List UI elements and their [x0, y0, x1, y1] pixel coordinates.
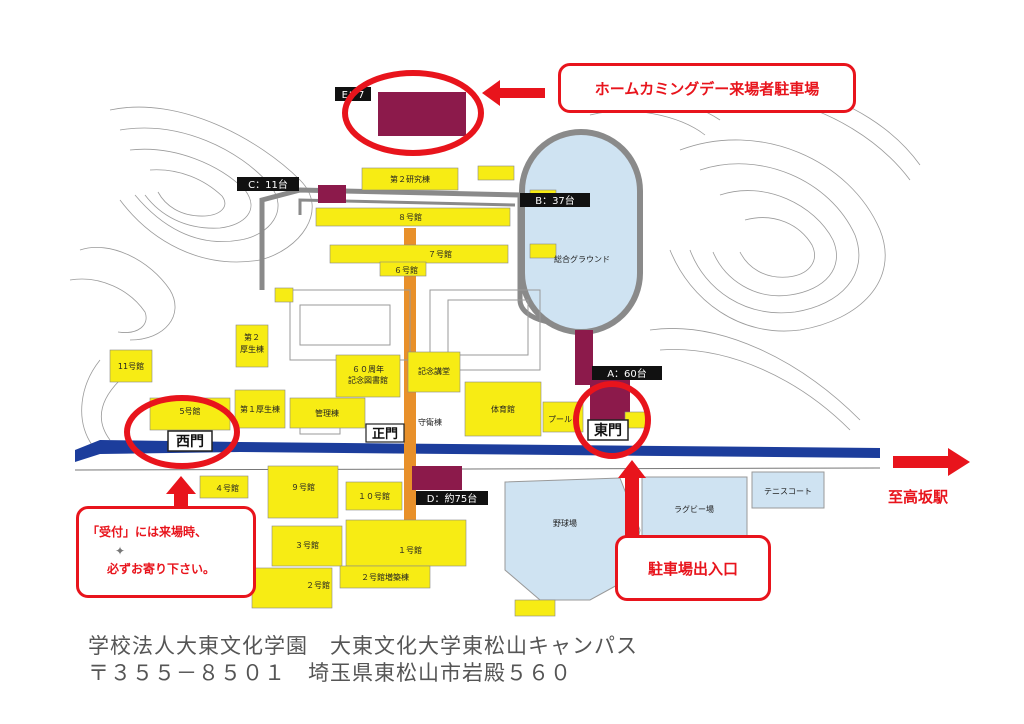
east-gate-label: 東門 — [594, 422, 622, 439]
footer-institution: 学校法人大東文化学園 大東文化大学東松山キャンパス — [88, 634, 638, 658]
perimeter-road-north — [298, 198, 516, 215]
label-b8: ８号館 — [398, 212, 422, 222]
label-b7: ７号館 — [428, 249, 452, 259]
building-b9 — [267, 465, 339, 519]
parking-lot-d — [412, 466, 462, 490]
building-b11 — [109, 349, 153, 383]
label-welfare2-b: 厚生棟 — [240, 344, 264, 354]
parking-entrance-callout: 駐車場出入口 — [615, 535, 771, 601]
label-welfare1: 第１厚生棟 — [240, 404, 280, 414]
label-ground: 総合グラウンド — [554, 254, 610, 264]
building-b2 — [251, 567, 333, 609]
homecoming-parking-callout: ホームカミングデー来場者駐車場 — [558, 63, 856, 113]
main-road — [75, 440, 880, 462]
arrow-up-reception — [166, 476, 196, 515]
building-gym — [464, 381, 542, 437]
tennis-court — [751, 471, 825, 509]
highlight-west-gate — [124, 395, 240, 469]
parking-lot-c — [318, 185, 346, 203]
highlight-circles — [124, 70, 651, 469]
building-b1 — [345, 519, 467, 567]
gate-labels: 西門 正門 東門 — [167, 419, 629, 452]
building-b2annex — [339, 565, 431, 589]
parking-entrance-text: 駐車場出入口 — [647, 559, 738, 578]
arrow-to-parking-e — [482, 80, 545, 106]
building-b4 — [199, 475, 249, 499]
building-b7 — [329, 244, 509, 264]
building-hall — [407, 351, 461, 393]
reception-callout: 「受付」には来場時、 ✦ 必ずお寄り下さい。 — [76, 506, 256, 598]
footer-address: 〒３５５－８５０１ 埼玉県東松山市岩殿５６０ — [88, 661, 572, 685]
baseball-field — [504, 477, 641, 601]
building-small-2 — [529, 243, 557, 259]
parking-lot-e — [378, 92, 466, 136]
main-gate-label: 正門 — [372, 427, 398, 442]
terrain-contours — [69, 89, 921, 446]
label-b3: ３号館 — [295, 540, 319, 550]
parking-labels: C：11台 B：37台 A：60台 D：約75台 E：7 — [237, 87, 662, 505]
label-pool: プール — [548, 415, 572, 424]
reception-text-line2: 必ずお寄り下さい。 — [107, 562, 216, 576]
building-small-1 — [274, 287, 294, 303]
parking-d-label: D：約75台 — [427, 492, 477, 505]
reception-text-line1: 「受付」には来場時、 — [87, 525, 208, 539]
label-b10: １０号館 — [358, 491, 390, 501]
label-gym: 体育館 — [491, 404, 515, 414]
label-b4: ４号館 — [215, 483, 239, 493]
parking-c-label: C：11台 — [248, 178, 288, 191]
to-station-label: 至高坂駅 — [888, 488, 949, 506]
label-research2: 第２研究棟 — [390, 174, 430, 184]
main-road-edge — [74, 467, 881, 471]
building-welfare1 — [234, 389, 286, 429]
building-small-5 — [514, 599, 556, 617]
west-gate-label: 西門 — [176, 434, 204, 450]
building-research2 — [361, 167, 459, 191]
highlight-parking-e — [342, 70, 484, 156]
building-b3 — [271, 525, 343, 567]
label-tennis: テニスコート — [764, 487, 812, 496]
building-b10 — [345, 481, 403, 511]
label-guard: 守衛棟 — [418, 417, 442, 427]
parking-a-label: A：60台 — [607, 367, 647, 380]
building-library — [335, 354, 401, 398]
label-b1: １号館 — [398, 545, 422, 555]
parking-b-label: B：37台 — [535, 194, 575, 207]
label-welfare2-a: 第２ — [244, 332, 260, 342]
arrow-to-station — [893, 448, 970, 476]
label-rugby: ラグビー場 — [674, 504, 714, 514]
label-hall: 記念講堂 — [418, 366, 450, 376]
label-admin: 管理棟 — [315, 408, 339, 418]
arrow-up-entrance — [618, 460, 646, 540]
highlight-east-gate — [573, 381, 651, 459]
building-admin — [289, 397, 366, 429]
reception-star-icon: ✦ — [115, 544, 126, 558]
label-baseball: 野球場 — [553, 518, 577, 528]
label-b6: ６号館 — [394, 265, 418, 275]
label-b2: ２号館 — [306, 580, 330, 590]
rugby-field — [641, 476, 748, 540]
label-b5: 5号館 — [179, 406, 200, 416]
label-library-a: ６０周年 — [352, 364, 384, 374]
label-b11: 11号館 — [118, 361, 144, 371]
label-b9: ９号館 — [291, 482, 315, 492]
building-b6 — [379, 261, 427, 277]
building-labels: 11号館 5号館 第１厚生棟 管理棟 第２ 厚生棟 ６０周年 記念図書館 記念講… — [118, 174, 812, 590]
label-library-b: 記念図書館 — [348, 375, 388, 385]
red-arrows — [166, 80, 970, 540]
homecoming-parking-text: ホームカミングデー来場者駐車場 — [594, 79, 820, 98]
building-small-4 — [477, 165, 515, 181]
building-welfare2 — [235, 324, 269, 368]
building-b8 — [315, 207, 511, 227]
label-b2annex: ２号館増築棟 — [361, 572, 409, 582]
parking-lot-b-marker — [575, 330, 593, 385]
